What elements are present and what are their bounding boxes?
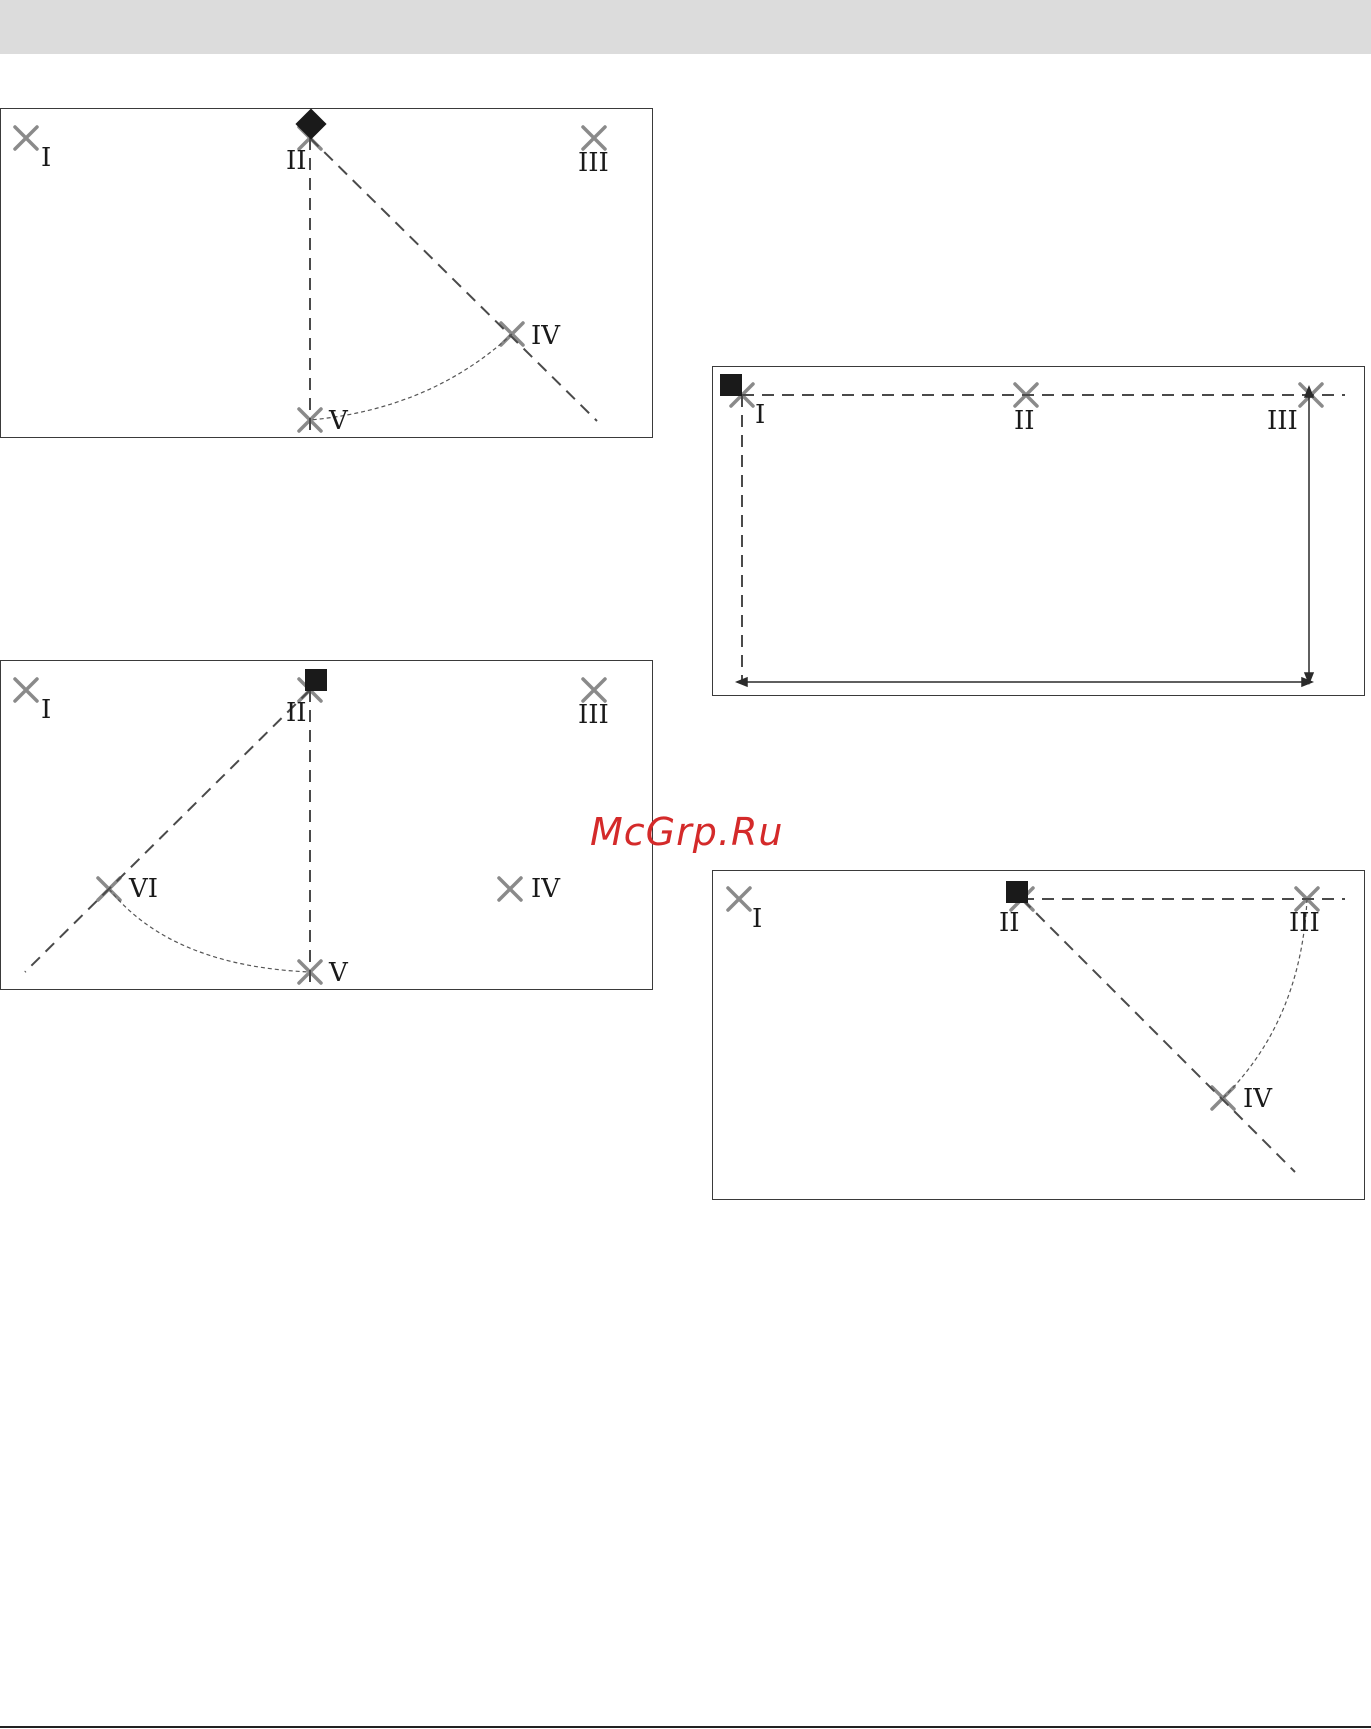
label-ii: II [286, 698, 307, 728]
cross-point-iii [583, 127, 605, 149]
cross-point-iv [499, 878, 521, 900]
footer-rule [0, 1726, 1371, 1728]
diagram-panel-middle-left: I II III VI IV V [0, 660, 653, 990]
cross-point-iii [583, 679, 605, 701]
diagram-top-right: I II III [713, 367, 1366, 697]
cross-point-i [15, 127, 37, 149]
diamond-marker [295, 108, 326, 139]
cross-point-i [15, 679, 37, 701]
diagram-bottom-right: I II III IV [713, 871, 1366, 1201]
square-marker [720, 374, 742, 396]
header-bar [0, 0, 1371, 54]
square-marker [1006, 881, 1028, 903]
label-ii: II [1014, 406, 1035, 436]
diagram-top-left: I II III IV V [1, 109, 654, 439]
label-v: V [328, 958, 349, 988]
diagram-panel-top-right: I II III [712, 366, 1365, 696]
diagram-panel-top-left: I II III IV V [0, 108, 653, 438]
label-i: I [752, 904, 762, 934]
label-vi: VI [128, 874, 158, 904]
label-i: I [755, 400, 765, 430]
dashed-diagonal-line [310, 138, 597, 421]
label-ii: II [286, 146, 307, 176]
diagram-middle-left: I II III VI IV V [1, 661, 654, 991]
label-v: V [328, 406, 349, 436]
label-iii: III [578, 700, 609, 730]
dashed-diagonal-line [25, 690, 310, 972]
label-i: I [41, 695, 51, 725]
label-iii: III [1267, 406, 1298, 436]
cross-point-i [728, 888, 750, 910]
label-iv: IV [531, 874, 561, 904]
square-marker [305, 669, 327, 691]
label-iii: III [578, 148, 609, 178]
label-iii: III [1289, 908, 1320, 938]
diagram-panel-bottom-right: I II III IV [712, 870, 1365, 1200]
label-ii: II [999, 908, 1020, 938]
label-iv: IV [1243, 1084, 1273, 1114]
label-i: I [41, 143, 51, 173]
watermark: McGrp.Ru [590, 810, 783, 854]
dashed-diagonal-line [1022, 899, 1295, 1172]
label-iv: IV [531, 321, 561, 351]
